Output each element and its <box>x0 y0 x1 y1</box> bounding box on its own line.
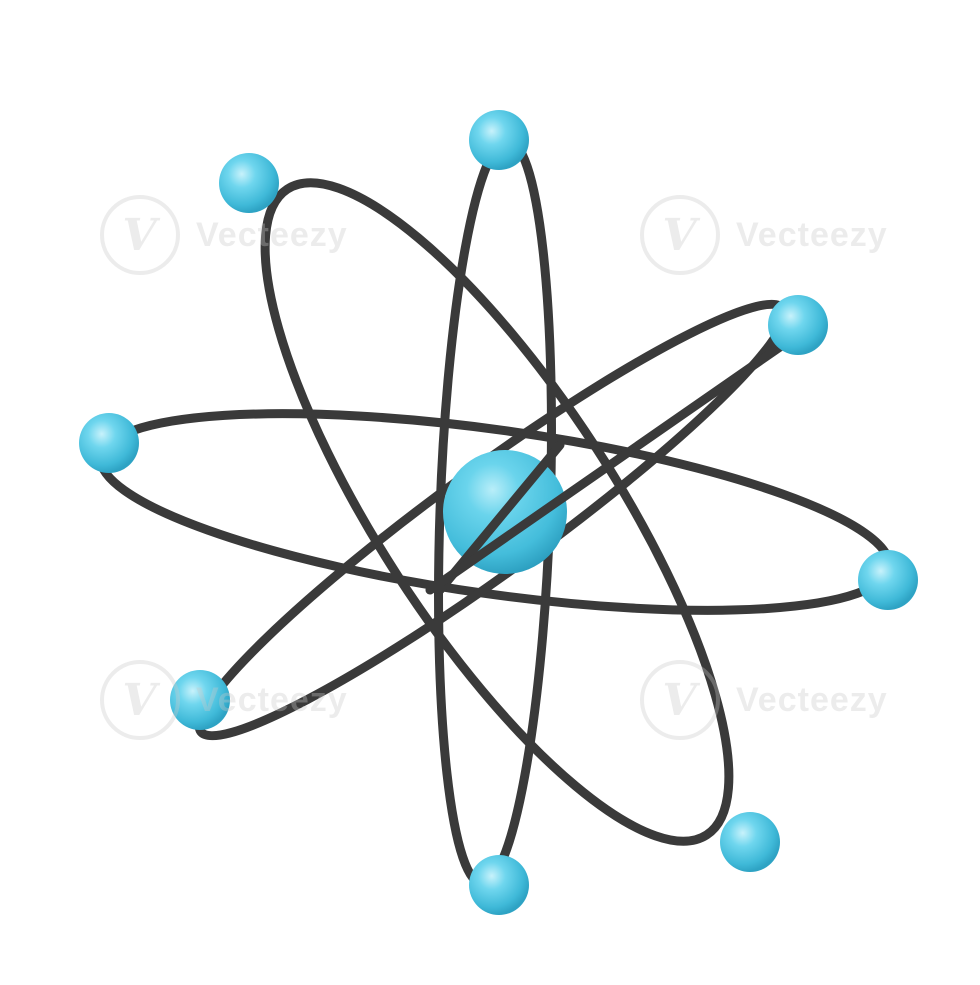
electron-bottom-right <box>720 812 780 872</box>
electron-top-left <box>219 153 279 213</box>
orbit-diagonal-down <box>260 178 734 846</box>
electron-left <box>79 413 139 473</box>
electron-bottom-left <box>170 670 230 730</box>
electron-right-upper <box>768 295 828 355</box>
electron-bottom <box>469 855 529 915</box>
electron-top <box>469 110 529 170</box>
orbit-front-segments <box>425 335 795 595</box>
electron-group <box>79 110 918 915</box>
electron-right <box>858 550 918 610</box>
